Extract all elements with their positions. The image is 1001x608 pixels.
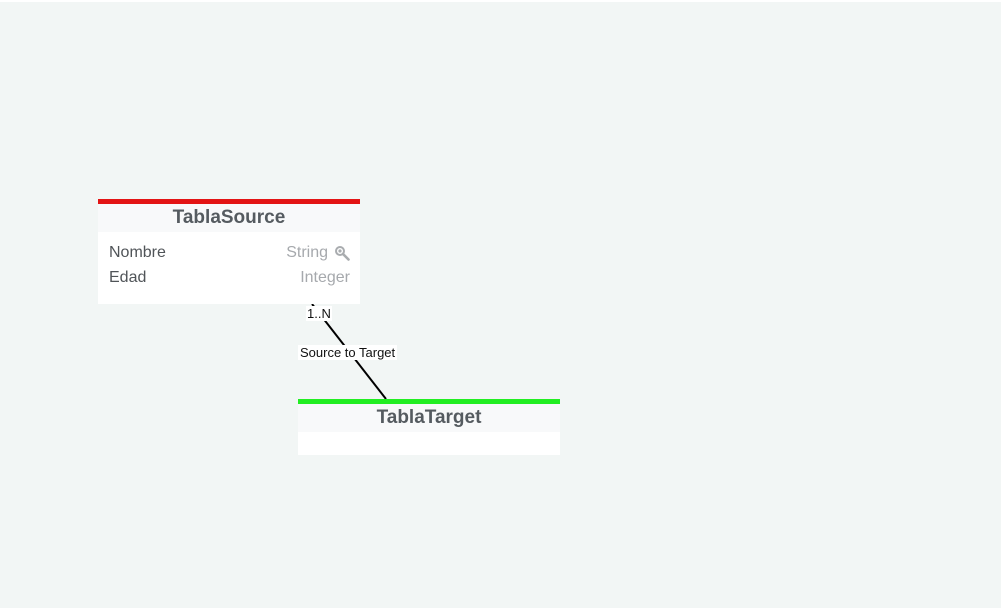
entity-tablatarget[interactable]: TablaTarget	[298, 399, 560, 455]
relationship-cardinality-label: 1..N	[306, 306, 332, 321]
entity-accent-bar	[298, 399, 560, 404]
field-type-cell: String	[286, 244, 350, 262]
entity-title[interactable]: TablaTarget	[298, 404, 560, 432]
field-name: Edad	[109, 268, 147, 286]
field-row[interactable]: Edad Integer	[109, 265, 350, 290]
magnifier-key-icon	[335, 245, 350, 261]
entity-accent-bar	[98, 199, 360, 204]
field-type: String	[286, 243, 328, 261]
entity-tablasource[interactable]: TablaSource Nombre String Edad Integer	[98, 199, 360, 304]
field-row[interactable]: Nombre String	[109, 240, 350, 265]
entity-title[interactable]: TablaSource	[98, 204, 360, 232]
field-name: Nombre	[109, 243, 166, 261]
field-type: Integer	[300, 268, 350, 286]
entity-fields: Nombre String Edad Integer	[98, 232, 360, 298]
relationship-name-label[interactable]: Source to Target	[298, 345, 398, 360]
